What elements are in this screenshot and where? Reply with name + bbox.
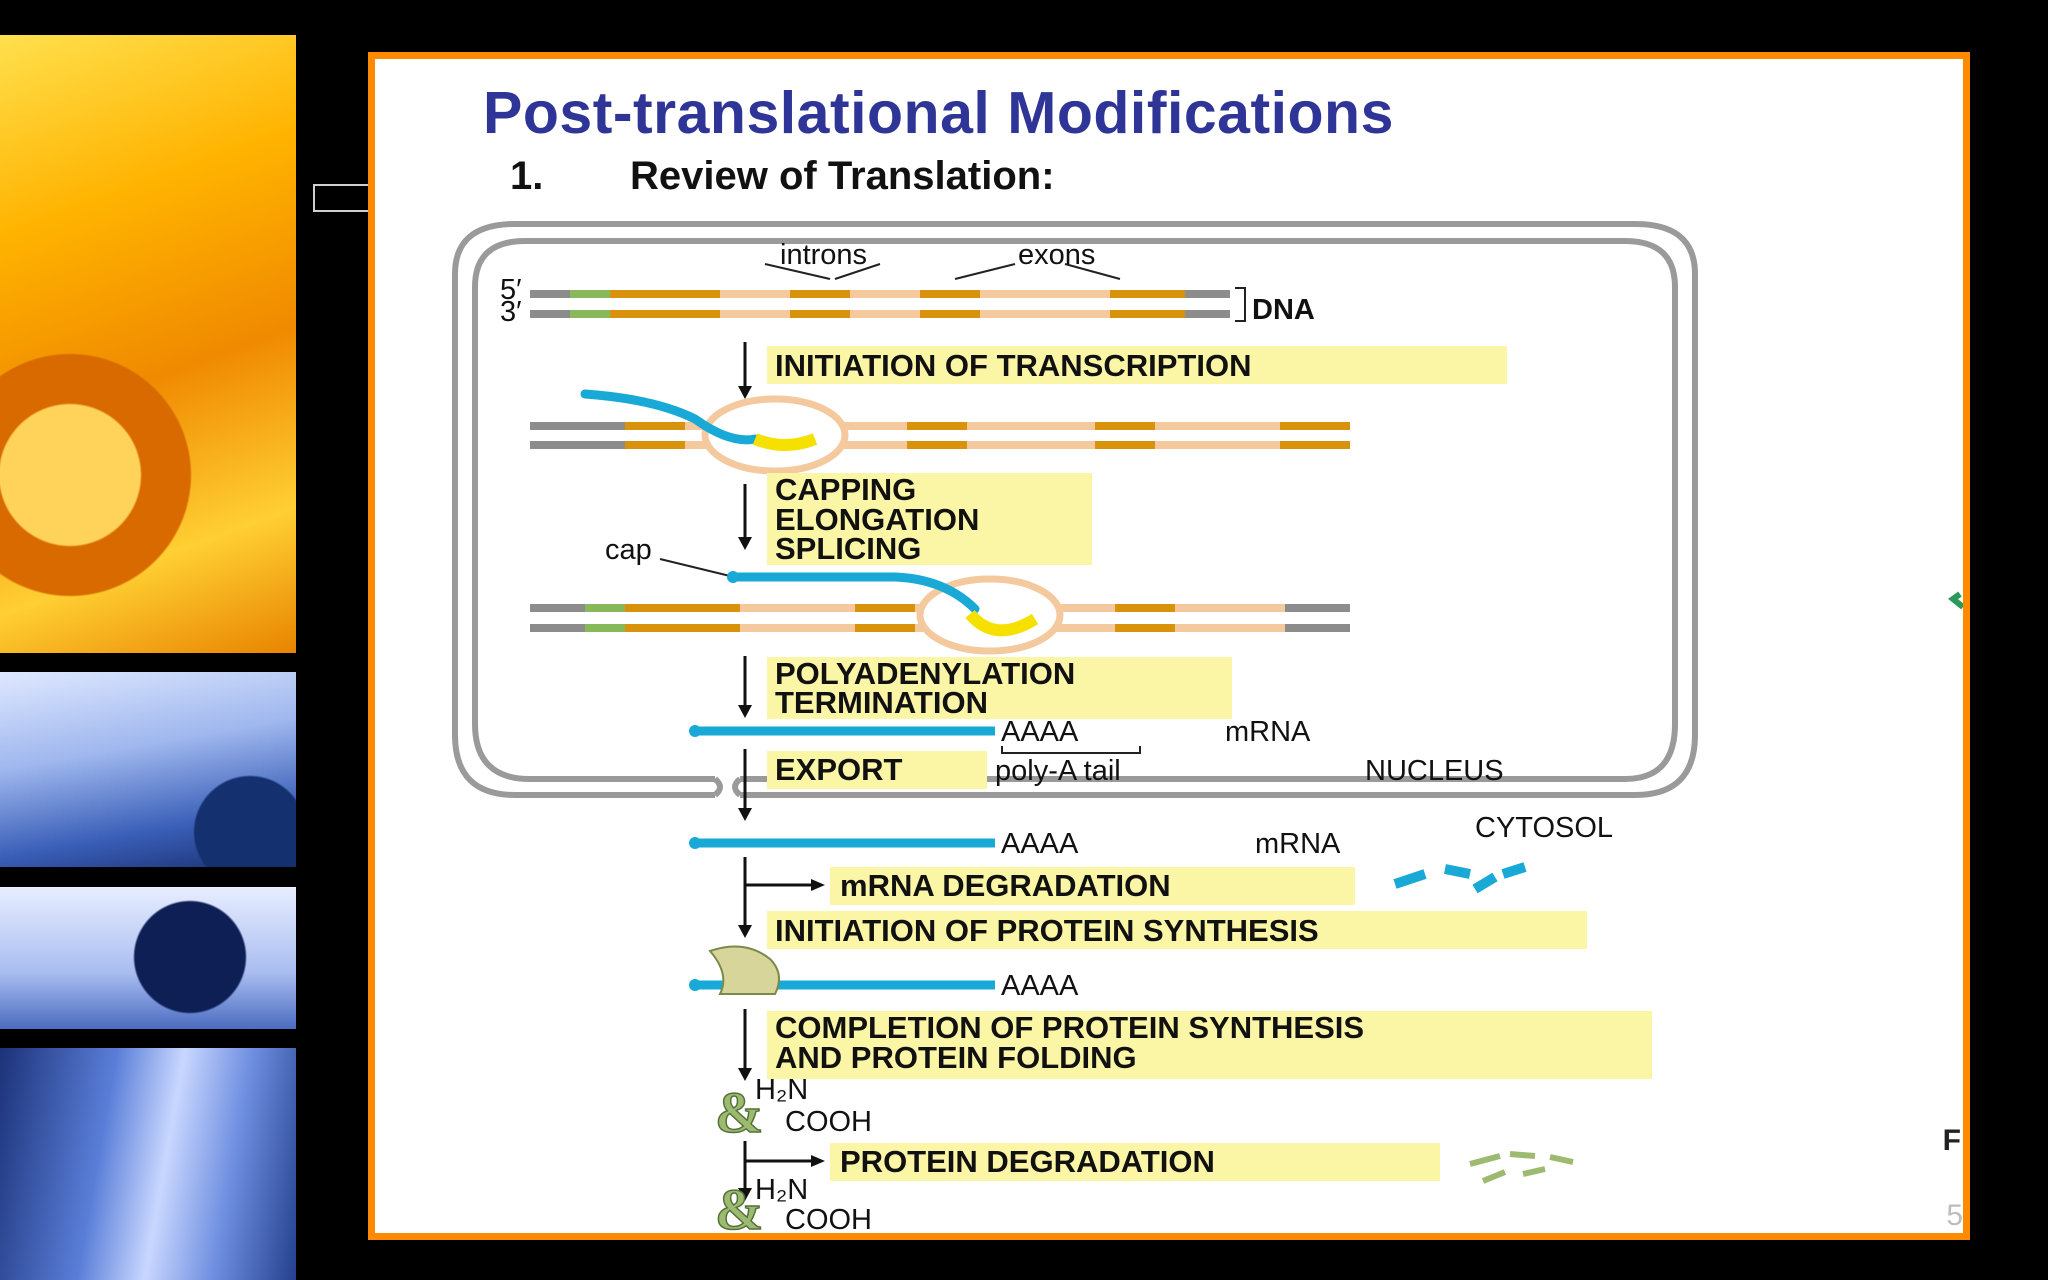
step-polyadenylation: POLYADENYLATION (775, 656, 1075, 691)
nucleus-label: NUCLEUS (1365, 755, 1504, 787)
cooh-label-1: COOH (785, 1106, 872, 1138)
edge-mark (1948, 591, 1963, 610)
mrna-fragments (1393, 862, 1527, 894)
h2n-label-1: H₂N (755, 1074, 808, 1106)
edge-letter: F (1942, 1124, 1961, 1157)
blue-lab-photo-1 (0, 672, 296, 867)
five-prime-label: 5′ (500, 274, 522, 306)
step-protein-degradation: PROTEIN DEGRADATION (840, 1144, 1215, 1179)
slide-content: Post-translational Modifications 1. Revie… (368, 52, 1970, 1240)
poly-a-tail-label: poly-A tail (995, 755, 1121, 787)
dna-transcription-row (530, 389, 1350, 475)
aaaa-cytosol: AAAA (1001, 828, 1079, 860)
blue-lab-photo-3 (0, 1048, 296, 1280)
blue-lab-photo-2 (0, 887, 296, 1029)
orange-lab-photo (0, 35, 296, 653)
step-export: EXPORT (775, 752, 903, 787)
section-title: Review of Translation: (630, 154, 1055, 198)
three-prime-label: 3′ (500, 296, 522, 328)
slide-title: Post-translational Modifications (483, 80, 1394, 146)
folded-protein-icon: & (715, 1080, 763, 1145)
slide-page-number: 5 (1946, 1199, 1963, 1232)
step-mrna-degradation: mRNA DEGRADATION (840, 868, 1171, 903)
ribosome-icon (708, 945, 780, 995)
step-initiation-of-transcription: INITIATION OF TRANSCRIPTION (775, 348, 1251, 383)
step-initiation-of-protein-synthesis: INITIATION OF PROTEIN SYNTHESIS (775, 913, 1319, 948)
step-splicing: SPLICING (775, 531, 921, 566)
step-capping: CAPPING (775, 472, 916, 507)
nucleus-membrane (452, 221, 1698, 798)
introns-label: introns (780, 239, 867, 271)
step-elongation: ELONGATION (775, 502, 979, 537)
section-heading: 1. Review of Translation: (510, 154, 1055, 199)
folded-protein-icon-2: & (715, 1177, 763, 1233)
step-completion-line-2: AND PROTEIN FOLDING (775, 1040, 1137, 1075)
dna-label: DNA (1252, 294, 1315, 326)
dna-splicing-row (530, 571, 1350, 655)
dna-strand-top (530, 263, 1246, 322)
aaaa-nuclear: AAAA (1001, 716, 1079, 748)
translation-diagram: 5′ 3′ introns exons DNA INITIATION OF TR… (452, 221, 1963, 1233)
mrna-label-cytosol: mRNA (1255, 828, 1341, 860)
cap-label: cap (605, 534, 652, 566)
step-completion-line-1: COMPLETION OF PROTEIN SYNTHESIS (775, 1010, 1364, 1045)
cytosol-label: CYTOSOL (1475, 812, 1613, 844)
h2n-label-2: H₂N (755, 1174, 808, 1206)
cooh-label-2: COOH (785, 1204, 872, 1233)
decor-bracket (313, 184, 371, 212)
section-number: 1. (510, 154, 544, 198)
protein-fragments (1469, 1151, 1574, 1184)
aaaa-translation: AAAA (1001, 970, 1079, 1002)
exons-label: exons (1018, 239, 1095, 271)
left-photo-strip (0, 0, 300, 1280)
step-termination: TERMINATION (775, 685, 988, 720)
mrna-label-nuclear: mRNA (1225, 716, 1311, 748)
